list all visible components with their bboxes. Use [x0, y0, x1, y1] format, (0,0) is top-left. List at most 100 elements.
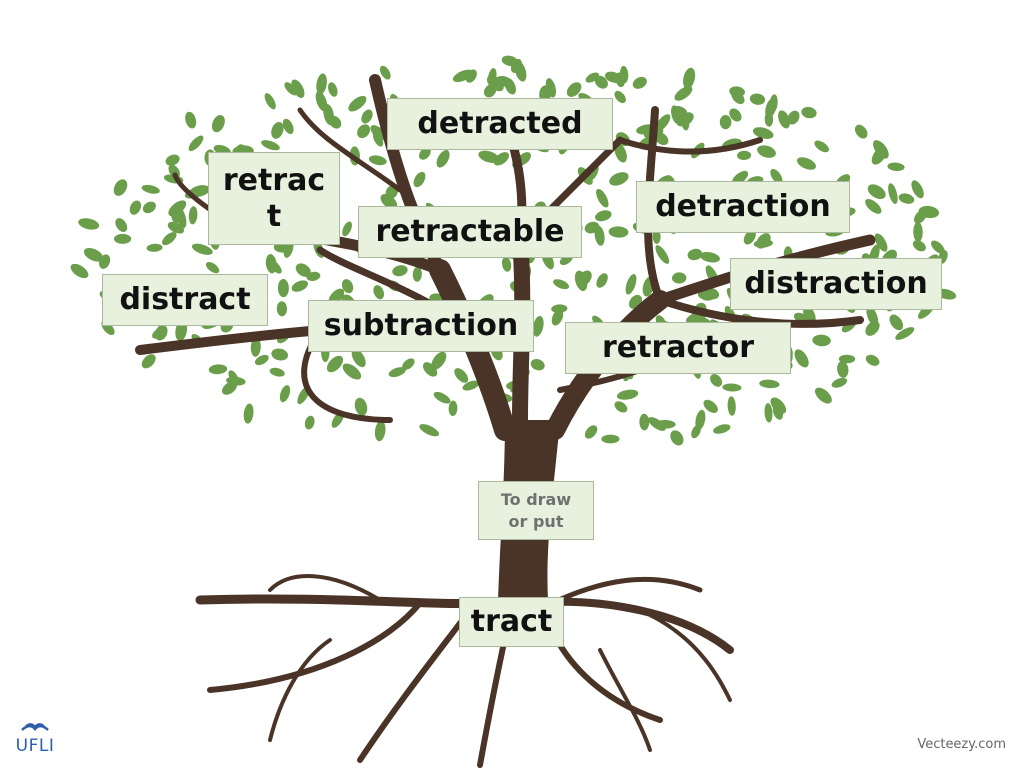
- leaf: [729, 108, 742, 122]
- leaf: [616, 389, 639, 400]
- leaf: [250, 337, 261, 357]
- leaf: [295, 263, 311, 277]
- word-subtraction: subtraction: [308, 300, 534, 352]
- leaf: [812, 334, 831, 347]
- leaf: [368, 155, 387, 166]
- leaf: [655, 245, 670, 264]
- leaf: [372, 131, 384, 147]
- leaf: [402, 358, 415, 370]
- root-word-box: tract: [459, 597, 564, 647]
- leaf: [639, 413, 650, 431]
- leaf: [436, 150, 450, 168]
- leaf: [205, 261, 220, 274]
- leaf: [165, 154, 180, 166]
- leaf: [814, 140, 829, 153]
- word-retractable: retractable: [358, 206, 582, 258]
- leaf: [261, 140, 280, 151]
- leaf: [895, 327, 915, 340]
- leaf: [887, 162, 905, 172]
- leaf: [279, 385, 291, 403]
- leaf: [532, 315, 544, 337]
- leaf: [269, 367, 285, 377]
- leaf: [433, 391, 451, 404]
- leaf: [185, 111, 197, 129]
- leaf: [551, 309, 564, 326]
- word-detracted: detracted: [387, 98, 613, 150]
- leaf: [722, 383, 742, 392]
- leaf: [265, 254, 277, 274]
- leaf: [486, 75, 504, 92]
- word-distraction: distraction: [730, 258, 942, 310]
- leaf: [757, 145, 776, 158]
- leaf: [871, 146, 887, 165]
- leaf: [695, 409, 706, 430]
- leaf: [918, 205, 940, 219]
- leaf: [713, 424, 731, 434]
- leaf: [814, 387, 832, 404]
- leaf: [277, 279, 289, 298]
- leaf: [687, 248, 703, 261]
- leaf: [454, 368, 469, 383]
- leaf: [316, 73, 327, 95]
- leaf: [282, 118, 294, 135]
- leaf: [913, 221, 923, 243]
- leaf: [323, 103, 335, 126]
- leaf: [413, 171, 426, 188]
- leaf: [226, 376, 246, 386]
- leaf: [632, 76, 647, 89]
- leaf: [764, 111, 774, 127]
- leaf: [291, 280, 308, 292]
- leaf: [601, 434, 620, 444]
- word-retractor: retractor: [565, 322, 791, 374]
- leaf: [431, 351, 447, 370]
- leaf: [710, 374, 723, 387]
- leaf: [304, 415, 315, 430]
- leaf: [129, 200, 142, 215]
- leaf: [770, 168, 783, 185]
- leaf: [83, 247, 104, 262]
- leaf: [154, 324, 168, 341]
- leaf: [594, 75, 608, 89]
- root-meaning-box: To draw or put: [478, 481, 594, 540]
- leaf: [837, 360, 849, 378]
- leaf: [699, 251, 720, 263]
- leaf: [530, 359, 545, 371]
- leaf: [654, 114, 671, 132]
- leaf: [889, 314, 904, 331]
- leaf: [354, 397, 368, 416]
- leaf: [191, 243, 213, 255]
- leaf: [539, 85, 551, 102]
- leaf: [801, 106, 817, 119]
- leaf: [162, 232, 177, 246]
- leaf: [566, 82, 582, 97]
- leaf: [341, 279, 354, 294]
- leaf: [328, 82, 338, 97]
- leaf: [448, 400, 458, 416]
- leaf: [743, 229, 756, 245]
- leaf: [70, 263, 89, 279]
- leaf: [142, 201, 156, 214]
- word-detraction: detraction: [636, 181, 850, 233]
- leaf: [648, 417, 666, 431]
- leaf: [703, 399, 718, 414]
- leaf: [854, 124, 868, 139]
- leaf: [379, 65, 391, 80]
- leaf: [683, 67, 696, 89]
- leaf: [167, 221, 185, 234]
- leaf: [419, 424, 440, 437]
- leaf: [146, 243, 163, 252]
- leaf: [419, 147, 431, 160]
- leaf: [168, 200, 187, 217]
- leaf: [208, 364, 228, 375]
- leaf: [764, 403, 773, 423]
- leaf: [609, 172, 629, 186]
- leaf: [422, 362, 438, 377]
- leaf: [794, 349, 809, 368]
- leaf: [759, 379, 780, 389]
- leaf: [865, 198, 882, 214]
- leaf: [78, 218, 100, 230]
- leaf: [596, 273, 608, 288]
- leaf: [392, 265, 408, 277]
- leaf: [865, 354, 880, 366]
- leaf: [326, 355, 344, 373]
